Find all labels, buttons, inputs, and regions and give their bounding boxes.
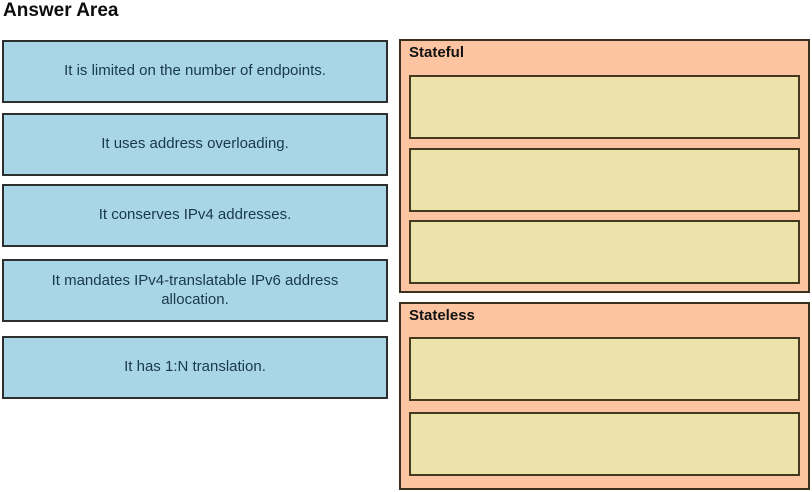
drag-option-label: It is limited on the number of endpoints… [64,62,326,80]
drag-option-conserves[interactable]: It conserves IPv4 addresses. [2,184,388,247]
drag-option-label: It has 1:N translation. [124,358,266,376]
category-panel-stateful: Stateful [399,39,810,293]
drag-option-endpoints[interactable]: It is limited on the number of endpoints… [2,40,388,103]
drag-option-label: It conserves IPv4 addresses. [98,206,292,224]
drop-zone-stateful-2[interactable] [409,148,800,212]
category-header-stateful: Stateful [409,44,465,61]
drop-zone-stateful-1[interactable] [409,75,800,139]
drag-option-overloading[interactable]: It uses address overloading. [2,113,388,176]
drag-option-label: It uses address overloading. [101,135,289,153]
drag-option-mandates[interactable]: It mandates IPv4-translatable IPv6 addre… [2,259,388,322]
drop-zone-stateless-2[interactable] [409,412,800,476]
drag-option-label: It mandates IPv4-translatable IPv6 addre… [51,271,339,308]
drop-zone-stateless-1[interactable] [409,337,800,401]
page-title: Answer Area [3,0,119,21]
category-header-stateless: Stateless [409,307,475,324]
drag-option-translation[interactable]: It has 1:N translation. [2,336,388,399]
drop-zone-stateful-3[interactable] [409,220,800,284]
category-panel-stateless: Stateless [399,302,810,490]
